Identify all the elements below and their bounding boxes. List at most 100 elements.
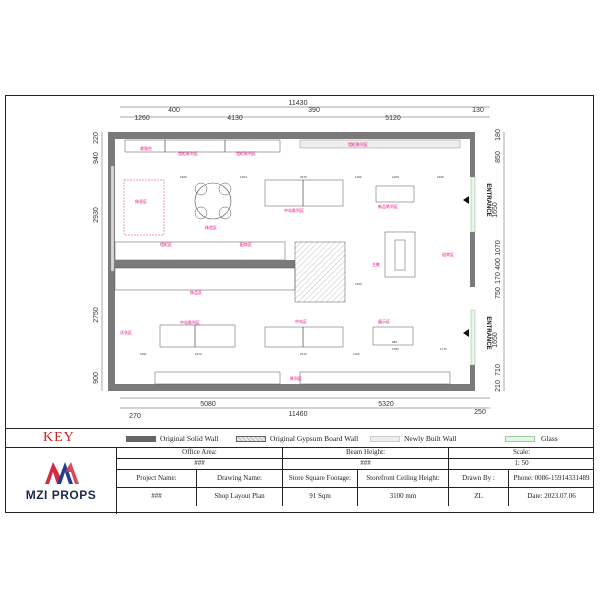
shelf-run-lower bbox=[114, 267, 296, 291]
ceiling-label-cell: Storefront Ceiling Height: bbox=[358, 470, 449, 488]
annotation: 中岛区 bbox=[295, 318, 307, 324]
drawing-name-label-cell: Drawing Name: bbox=[197, 470, 283, 488]
key-legend: KEY Original Solid Wall Original Gypsum … bbox=[5, 428, 594, 447]
scale-label: Scale: bbox=[512, 448, 531, 456]
annotation: 收银台 bbox=[140, 145, 152, 151]
annotation: 中岛陈列区 bbox=[284, 207, 304, 213]
phone-cell: Phone: 0086-15914331489 bbox=[509, 470, 594, 488]
annotation: 陈列区 bbox=[290, 375, 302, 381]
entrance-label-top: ENTRANCE bbox=[485, 183, 491, 216]
key-item-glass: Glass bbox=[541, 434, 558, 443]
annotation: 体验区 bbox=[205, 224, 217, 230]
annotation: 展示区 bbox=[378, 318, 390, 324]
annotation: 试衣区 bbox=[120, 329, 132, 335]
ceiling-label: Storefront Ceiling Height: bbox=[366, 474, 440, 482]
date-text: Date: 2023.07.06 bbox=[527, 492, 576, 500]
inner-dim: 2470 bbox=[195, 352, 202, 356]
date-cell: Date: 2023.07.06 bbox=[509, 488, 594, 506]
drawn-by-value-cell: ZL bbox=[449, 488, 509, 506]
top-dim-3: 4130 bbox=[227, 115, 243, 122]
annotation: 主推 bbox=[372, 261, 380, 267]
inner-dim: 1920 bbox=[437, 175, 444, 179]
bottom-dim-1: 270 bbox=[129, 413, 141, 420]
drawing-name-value: Shop Layout Plan bbox=[214, 492, 265, 500]
right-dim-1: 180 bbox=[495, 129, 502, 141]
annotation: 墙柜陈列区 bbox=[236, 150, 256, 156]
drawing-name-value-cell: Shop Layout Plan bbox=[197, 488, 283, 506]
beam-height-value-cell: ### bbox=[283, 459, 449, 470]
beam-height-label: Beam Height: bbox=[345, 448, 386, 456]
gondola-2 bbox=[302, 179, 344, 207]
drawn-by-label-cell: Drawn By : bbox=[449, 470, 509, 488]
top-fixture-4 bbox=[299, 139, 461, 149]
left-dim-3: 2930 bbox=[93, 207, 100, 223]
solid-wall-swatch bbox=[126, 436, 156, 442]
office-area-value: ### bbox=[194, 459, 205, 467]
partition-wall bbox=[115, 260, 295, 268]
office-area-label-cell: Office Area: bbox=[117, 448, 283, 459]
gondola-1 bbox=[264, 179, 304, 207]
bottom-dim-4: 250 bbox=[474, 409, 486, 416]
entrance-width-top: 1650 bbox=[492, 202, 499, 218]
office-area-value-cell: ### bbox=[117, 459, 283, 470]
rest-area bbox=[123, 179, 165, 236]
office-area-label: Office Area: bbox=[182, 448, 217, 456]
annotation: 配饰区 bbox=[240, 241, 252, 247]
gondola-6 bbox=[302, 326, 344, 348]
glass-swatch bbox=[505, 436, 535, 442]
right-dim-6: 750 bbox=[495, 287, 502, 299]
bottom-wall bbox=[112, 384, 474, 391]
key-item-solid-wall: Original Solid Wall bbox=[160, 434, 219, 443]
right-dim-8: 210 bbox=[495, 380, 502, 392]
entrance-width-bottom: 1650 bbox=[492, 332, 499, 348]
bottom-dim-3: 5320 bbox=[378, 401, 394, 408]
inner-dim: 1100 bbox=[353, 352, 360, 356]
mzi-logo-icon bbox=[45, 462, 79, 484]
display-table-2 bbox=[372, 326, 414, 346]
right-wall-bottom bbox=[470, 365, 475, 391]
project-name-label-cell: Project Name: bbox=[117, 470, 197, 488]
bottom-fixture-1 bbox=[154, 371, 281, 385]
inner-dim: 1300 bbox=[355, 282, 362, 286]
chair bbox=[218, 182, 232, 196]
right-dim-5: 170 bbox=[495, 272, 502, 284]
new-wall-swatch bbox=[370, 436, 400, 442]
drawn-by-value: ZL bbox=[474, 492, 483, 500]
brand-logo: MZI PROPS bbox=[5, 448, 117, 514]
key-item-new-wall: Newly Built Wall bbox=[404, 434, 457, 443]
gondola-5 bbox=[264, 326, 304, 348]
inner-dim: 1200 bbox=[392, 175, 399, 179]
beam-height-value: ### bbox=[360, 459, 371, 467]
chair bbox=[194, 182, 208, 196]
chair bbox=[194, 206, 208, 220]
right-wall-mid bbox=[470, 232, 475, 287]
ceiling-value: 3100 mm bbox=[389, 492, 417, 500]
right-dim-4: 400 bbox=[495, 258, 502, 270]
stair-block bbox=[294, 241, 346, 303]
annotation: 休息区 bbox=[135, 198, 147, 204]
top-wall bbox=[112, 132, 474, 139]
title-block: MZI PROPS Office Area: Beam Height: Scal… bbox=[5, 447, 594, 514]
inner-dim: 1001 bbox=[140, 352, 147, 356]
footage-value: 91 Sqm bbox=[309, 492, 331, 500]
key-title: KEY bbox=[43, 430, 75, 445]
annotation: 新品陈列区 bbox=[378, 203, 398, 209]
drawn-by-label: Drawn By : bbox=[462, 474, 495, 482]
top-total-dim: 11430 bbox=[289, 100, 308, 107]
glass-entrance-bottom bbox=[470, 309, 476, 366]
project-name-label: Project Name: bbox=[136, 474, 177, 482]
glass-entrance-top bbox=[470, 176, 476, 233]
footage-label-cell: Store Square Footage: bbox=[283, 470, 358, 488]
top-fixture-3 bbox=[224, 139, 281, 153]
island-inner bbox=[394, 239, 406, 271]
top-dim-1: 1260 bbox=[134, 115, 150, 122]
inner-dim: 1100 bbox=[355, 175, 362, 179]
annotation: 墙柜陈列区 bbox=[178, 150, 198, 156]
right-wall-top bbox=[470, 132, 475, 177]
display-table bbox=[375, 185, 415, 203]
scale-value: 1: 50 bbox=[514, 459, 529, 467]
chair bbox=[218, 206, 232, 220]
inner-dim: 980 bbox=[392, 340, 397, 344]
left-dim-4: 2750 bbox=[93, 307, 100, 323]
island-display bbox=[384, 231, 416, 278]
